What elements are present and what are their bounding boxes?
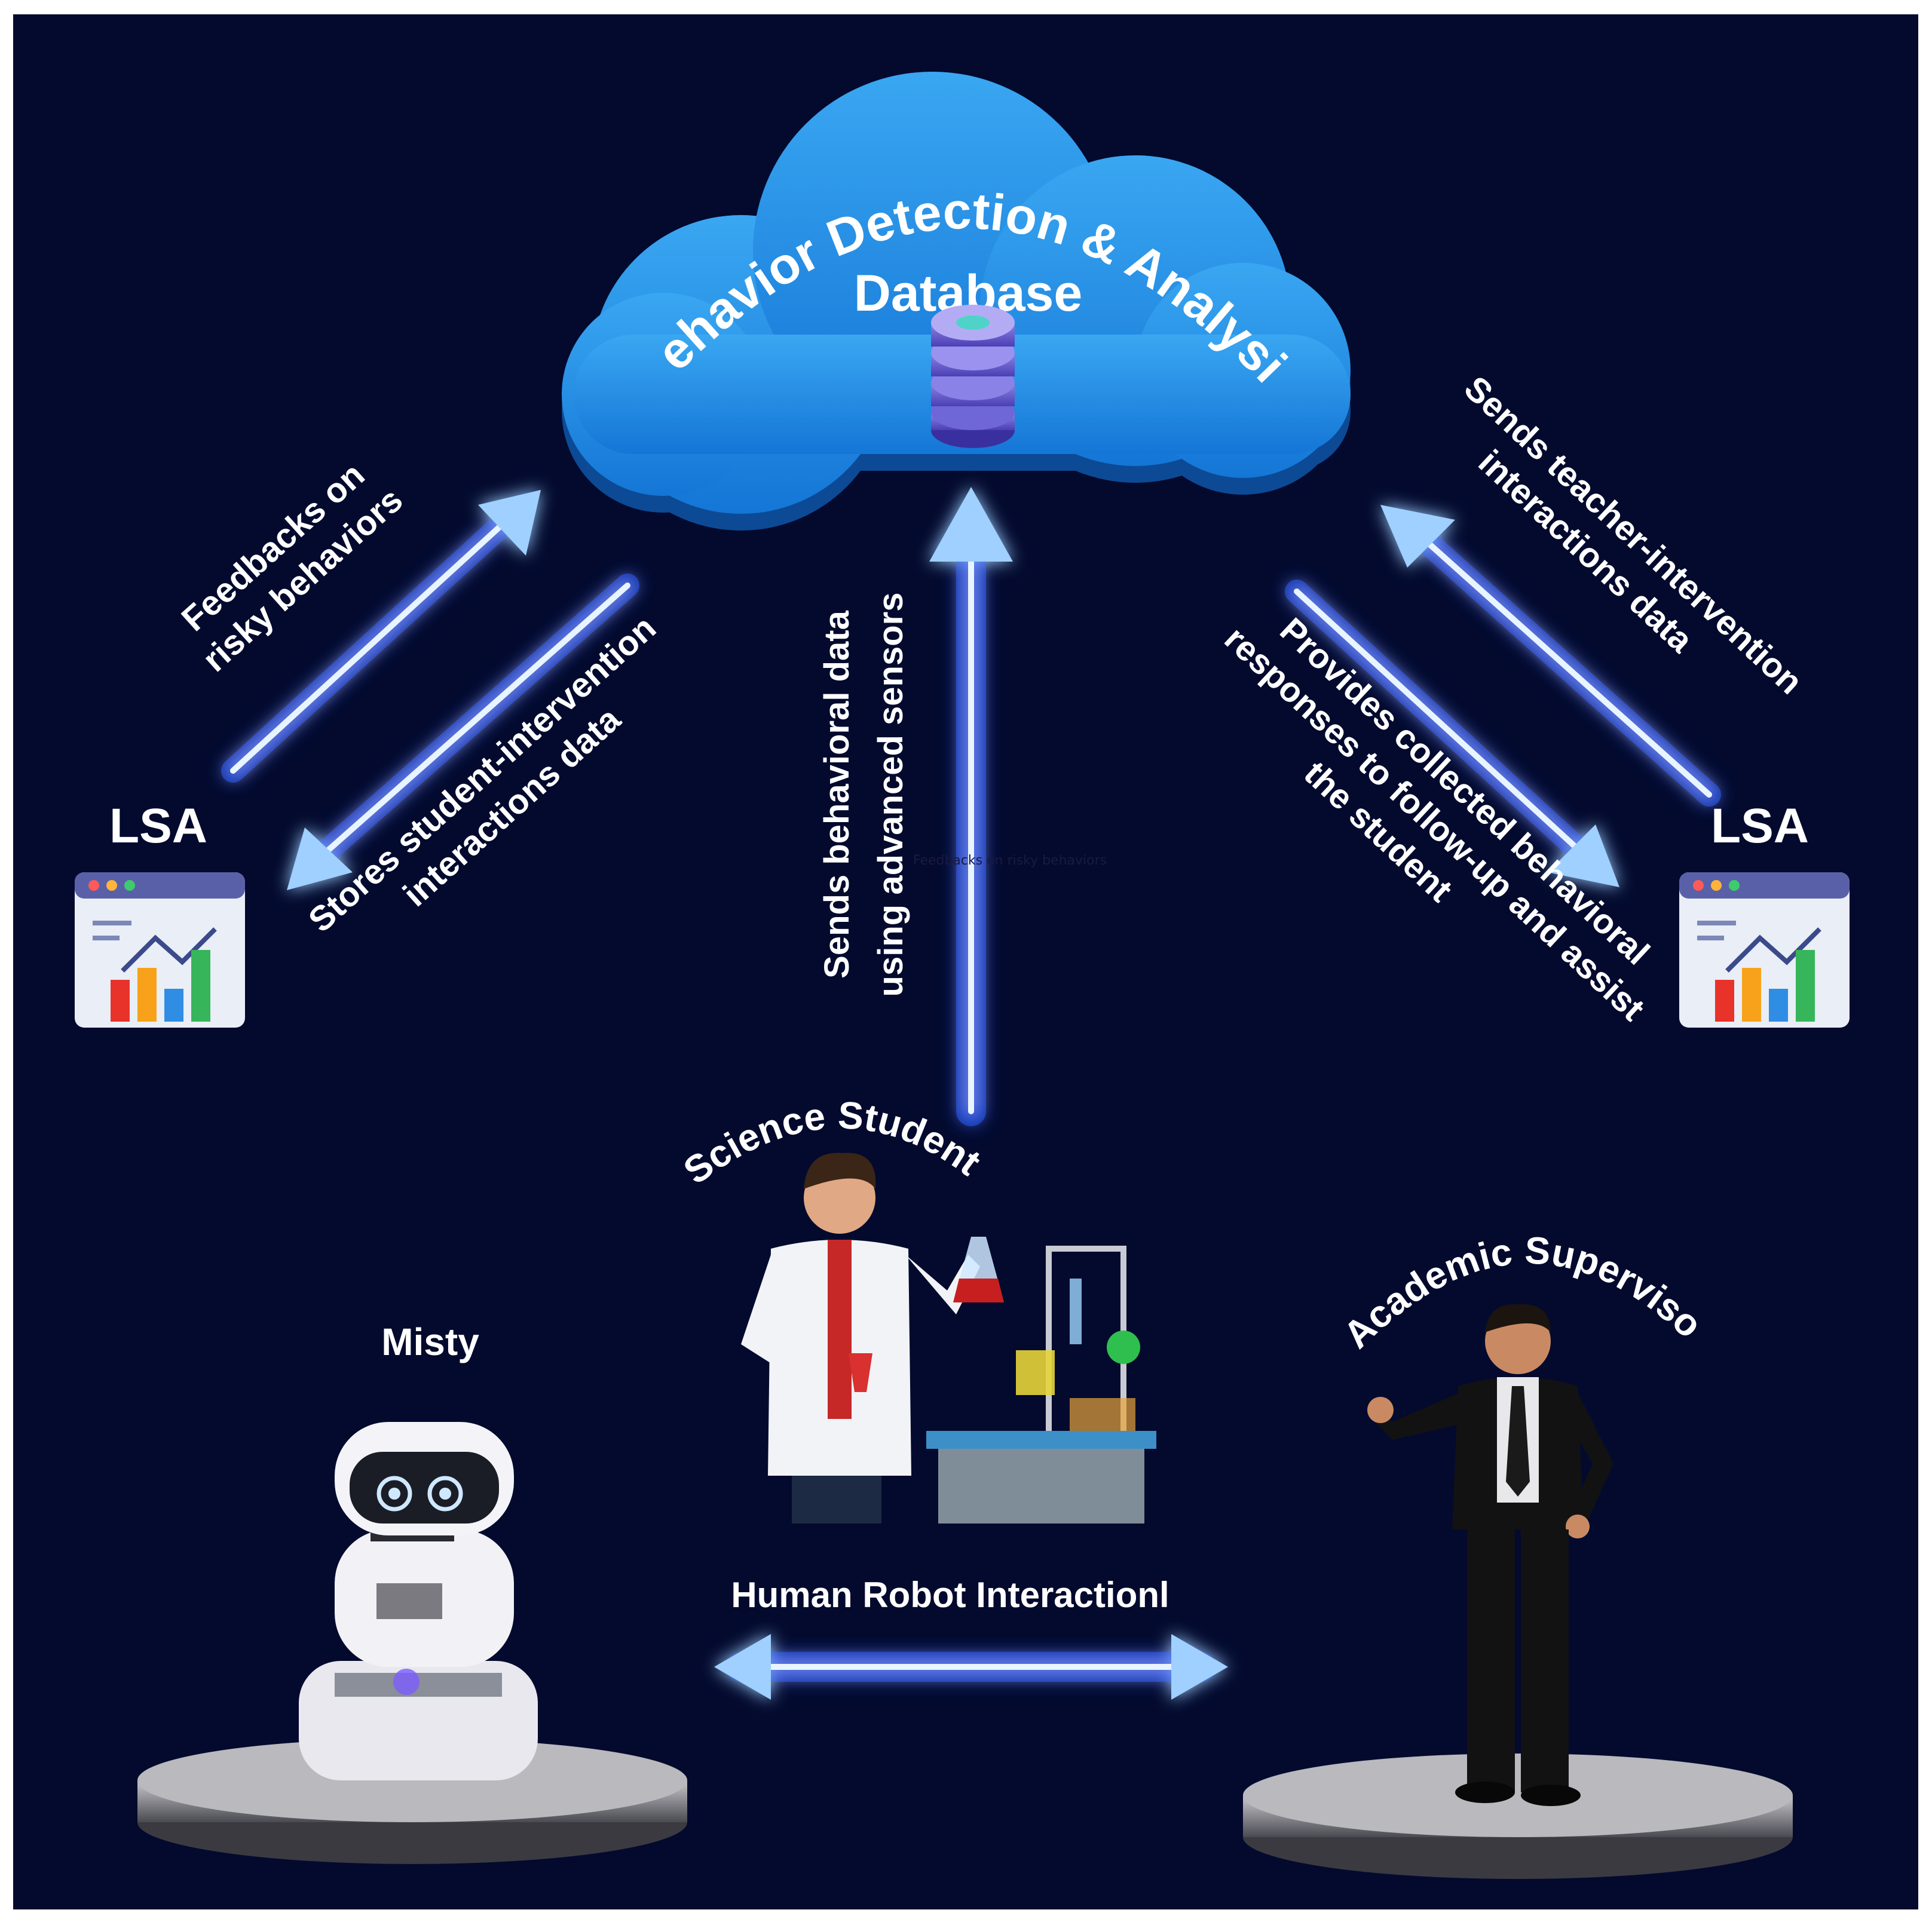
arrow-sends-teacher bbox=[1380, 505, 1721, 807]
analytics-dashboard-icon bbox=[75, 872, 245, 1028]
arrow-sends-behavioral bbox=[929, 487, 1013, 1126]
lsa-right-label: LSA bbox=[1711, 799, 1809, 853]
lsa-left: LSA bbox=[75, 799, 245, 1028]
arrow-hri bbox=[714, 1634, 1228, 1700]
supervisor-platform bbox=[1243, 1754, 1793, 1879]
lsa-right: LSA bbox=[1679, 799, 1850, 1028]
sends-behavioral-label: Sends behavioral data using advanced sen… bbox=[817, 593, 910, 997]
svg-text:Sends behavioral data: Sends behavioral data bbox=[817, 610, 856, 978]
arrow-stores bbox=[287, 574, 639, 890]
hri-label: Human Robot Interactionl bbox=[731, 1575, 1169, 1615]
science-student-icon bbox=[741, 1152, 1156, 1524]
misty-label: Misty bbox=[381, 1320, 479, 1363]
supervisor-icon bbox=[1367, 1304, 1613, 1806]
svg-text:using advanced sensors: using advanced sensors bbox=[871, 593, 910, 997]
misty-platform bbox=[137, 1739, 687, 1864]
arrow-provides bbox=[1285, 580, 1619, 887]
analytics-dashboard-icon bbox=[1679, 872, 1850, 1028]
arrow-feedback bbox=[221, 490, 541, 783]
database-icon bbox=[931, 305, 1015, 448]
lsa-left-label: LSA bbox=[109, 799, 207, 853]
faint-note: Feedbacks on risky behaviors bbox=[913, 853, 1107, 868]
robot-icon bbox=[299, 1422, 538, 1780]
